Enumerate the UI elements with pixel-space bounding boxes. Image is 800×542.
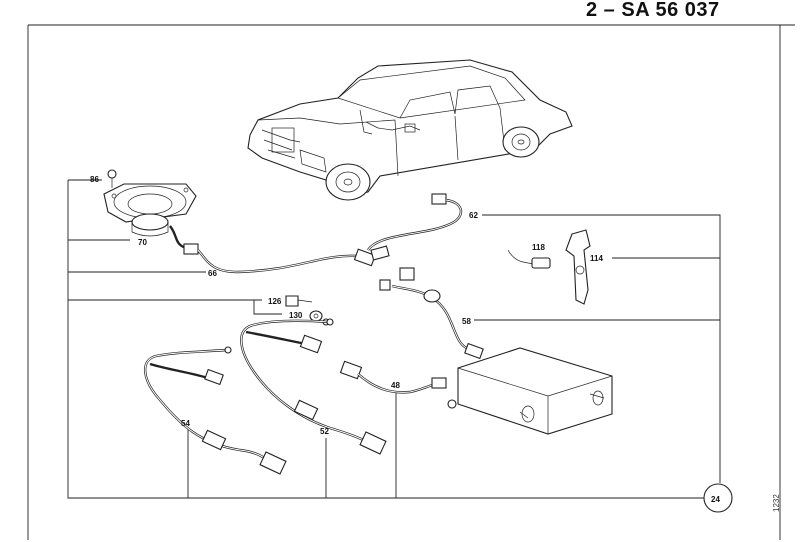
callout-labels: 86 70 66 62 118 114 126 130 58 48 54 52 [90, 175, 603, 436]
screw-86 [107, 169, 117, 188]
cable-52 [240, 318, 387, 455]
callout-48: 48 [391, 381, 400, 390]
callout-66: 66 [208, 269, 217, 278]
callout-62: 62 [469, 211, 478, 220]
cable-66 [197, 248, 376, 274]
page-ref-label: 24 [711, 495, 720, 504]
callout-54: 54 [181, 419, 190, 428]
radio-unit [447, 347, 613, 435]
leader-lines [67, 179, 721, 499]
cable-58 [379, 267, 484, 360]
page-title: 2 – SA 56 037 [586, 0, 720, 21]
frame-border [27, 24, 795, 540]
callout-52: 52 [320, 427, 329, 436]
switch-118 [507, 249, 551, 269]
callout-86: 86 [90, 175, 99, 184]
cable-54 [144, 346, 287, 475]
callout-130: 130 [289, 311, 303, 320]
bracket-114 [565, 229, 591, 305]
callout-114: 114 [590, 254, 603, 263]
car-illustration [247, 59, 573, 201]
cable-62 [367, 193, 463, 261]
callout-118: 118 [532, 243, 545, 252]
callout-70: 70 [138, 238, 147, 247]
callout-58: 58 [462, 317, 471, 326]
callout-126: 126 [268, 297, 282, 306]
bolt-126 [285, 295, 313, 307]
cable-48 [339, 360, 447, 394]
loudspeaker [103, 183, 199, 255]
page-reference: 24 [703, 483, 733, 513]
